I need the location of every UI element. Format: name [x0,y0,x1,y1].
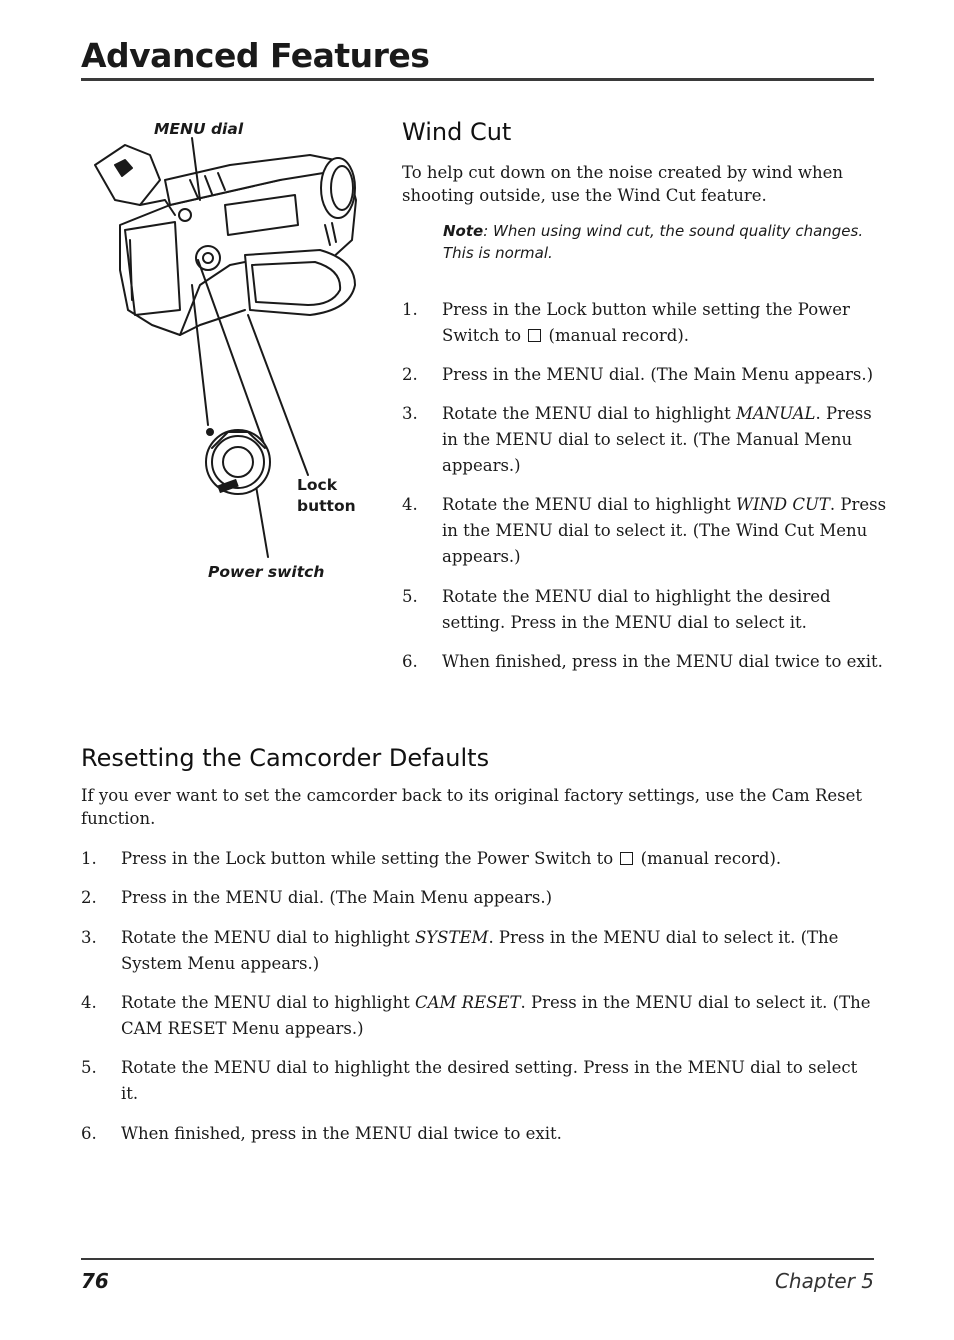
step-text-post: . Press in the MENU dial to select it. (… [121,993,871,1038]
note-label: Note [443,222,484,240]
step-text: Rotate the MENU dial to highlight the de… [121,1058,858,1103]
lock-button-callout-line2: button [297,497,356,515]
page-number: 76 [81,1269,109,1293]
step-text: Rotate the MENU dial to highlight MANUAL… [442,401,892,479]
lock-button-callout-line1: Lock [297,476,338,494]
reset-heading: Resetting the Camcorder Defaults [81,744,490,772]
wind-cut-intro: To help cut down on the noise created by… [402,163,844,205]
footer-rule [81,1258,874,1260]
step-text: Press in the MENU dial. (The Main Menu a… [442,365,874,384]
step-text: Press in the Lock button while setting t… [121,846,871,872]
step-text: Rotate the MENU dial to highlight WIND C… [442,492,892,570]
step-text-pre: Press in the Lock button while setting t… [121,849,614,868]
menu-dial-callout: MENU dial [154,120,244,138]
page-title: Advanced Features [81,36,430,75]
step-text: When finished, press in the MENU dial tw… [442,652,883,671]
step-text: Rotate the MENU dial to highlight the de… [442,587,831,632]
wind-cut-heading: Wind Cut [402,118,512,146]
reset-intro: If you ever want to set the camcorder ba… [81,786,863,828]
step-text-em: CAM RESET [414,993,521,1012]
step-text: When finished, press in the MENU dial tw… [121,1124,562,1143]
step-number: 3. [81,928,97,947]
step-text: Press in the MENU dial. (The Main Menu a… [121,888,553,907]
chapter-label: Chapter 5 [774,1269,874,1293]
step-text: Rotate the MENU dial to highlight SYSTEM… [121,925,871,977]
step-number: 6. [81,1124,97,1143]
step-number: 4. [402,495,418,514]
step-number: 3. [402,404,418,423]
step-text-em: MANUAL [735,404,816,423]
note-text: : When using wind cut, the sound quality… [443,222,864,262]
step-text-post: (manual record). [640,849,782,868]
step-number: 2. [402,365,418,384]
step-number: 1. [402,300,418,319]
step-text: Rotate the MENU dial to highlight CAM RE… [121,990,871,1042]
step-number: 5. [402,587,418,606]
step-text-post: . Press in the MENU dial to select it. (… [442,495,887,566]
step-text-pre: Rotate the MENU dial to highlight [442,404,736,423]
power-switch-callout: Power switch [208,563,325,581]
step-text: Press in the Lock button while setting t… [442,297,892,349]
step-text-post: . Press in the MENU dial to select it. (… [121,928,839,973]
camcorder-figure: MENU dial Lock button Power switch [80,110,380,590]
step-text-pre: Rotate the MENU dial to highlight [442,495,736,514]
step-number: 2. [81,888,97,907]
step-number: 1. [81,849,97,868]
step-text-pre: Rotate the MENU dial to highlight [121,993,415,1012]
step-text-post: . Press in the MENU dial to select it. (… [442,404,872,475]
step-number: 4. [81,993,97,1012]
step-text-pre: Rotate the MENU dial to highlight [121,928,415,947]
step-text-em: SYSTEM [414,928,489,947]
step-number: 6. [402,652,418,671]
wind-cut-note: Note: When using wind cut, the sound qua… [443,220,883,264]
manual-record-icon [528,329,542,342]
step-number: 5. [81,1058,97,1077]
manual-record-icon [620,852,634,865]
step-text-pre: Press in the Lock button while setting t… [442,300,850,345]
camcorder-illustration [94,137,357,558]
header-rule [81,78,874,81]
step-text-em: WIND CUT [735,495,830,514]
step-text-post: (manual record). [548,326,690,345]
